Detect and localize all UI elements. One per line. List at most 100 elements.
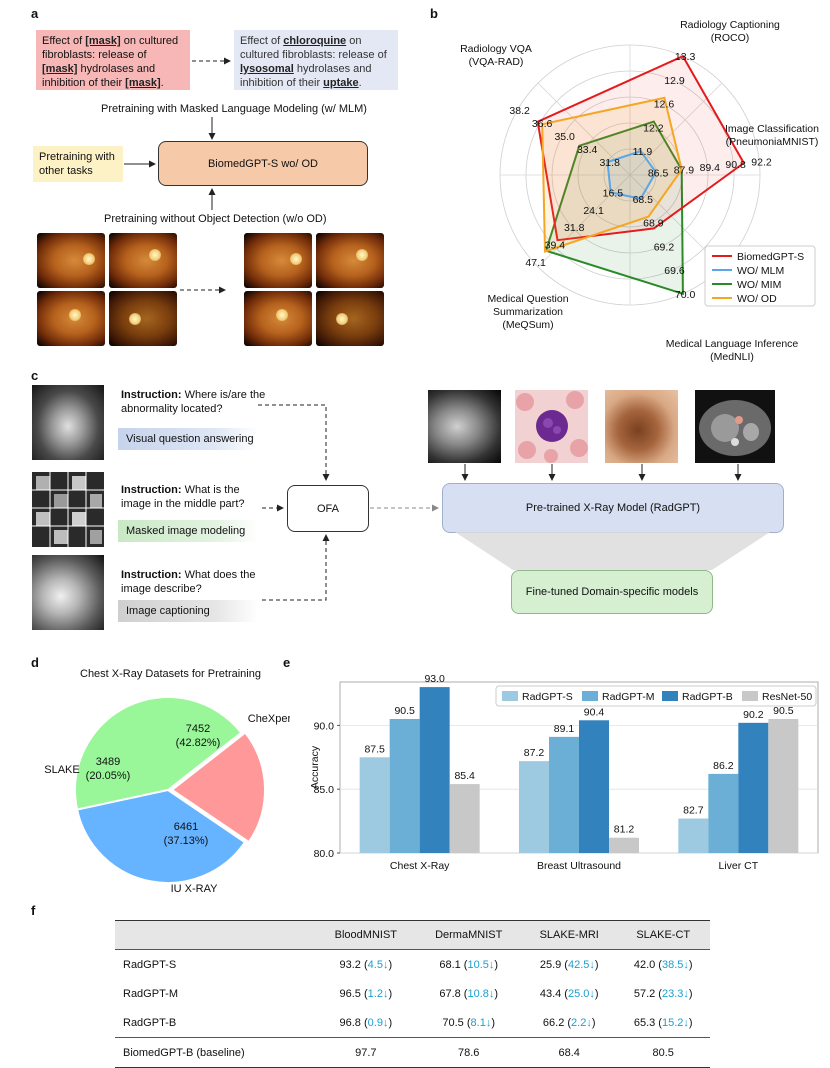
instruction-key: Instruction:	[121, 484, 182, 496]
table-cell: 57.2 (23.3↓)	[616, 979, 710, 1008]
fundus-image	[316, 233, 384, 288]
ct-slice	[699, 400, 771, 456]
orig-token: chloroquine	[283, 35, 347, 47]
cell-value: 68.1 (	[439, 958, 468, 971]
legend-entry: RadGPT-M	[602, 691, 655, 703]
cell-paren: )	[594, 987, 599, 1000]
mask-token: [mask]	[42, 63, 78, 75]
biomedgpt-box: BiomedGPT-S wo/ OD	[158, 141, 368, 186]
ofa-label: OFA	[316, 502, 339, 515]
cell-value: 67.8 (	[439, 987, 468, 1000]
legend-swatch	[662, 691, 678, 701]
cell-value: 65.3 (	[633, 1016, 662, 1029]
cell-value: 70.5 (	[442, 1016, 471, 1029]
radar-tick-label: 12.9	[664, 75, 685, 87]
original-text-box: Effect of chloroquine on cultured fibrob…	[234, 30, 398, 90]
legend-entry: ResNet-50	[762, 691, 812, 703]
masked-xray-image	[32, 472, 104, 547]
results-table: BloodMNIST DermaMNIST SLAKE-MRI SLAKE-CT…	[115, 920, 710, 1068]
cell-value: 25.9 (	[539, 958, 568, 971]
radar-series-biomedgpt-s	[536, 54, 746, 242]
radar-tick-label: 35.0	[554, 131, 575, 143]
cell-paren: )	[494, 958, 499, 971]
table-cell: 70.5 (8.1↓)	[415, 1008, 522, 1038]
legend-entry: WO/ OD	[737, 293, 777, 305]
radar-tick-label: 31.8	[599, 157, 620, 169]
fundus-image	[109, 291, 177, 346]
radar-tick-label: 13.3	[675, 51, 696, 63]
radar-series-wo-od	[541, 96, 683, 253]
table-cell: 25.9 (42.5↓)	[522, 950, 616, 980]
instruction-text: What does the image describe?	[121, 569, 256, 595]
pie-slice	[75, 788, 247, 884]
cell-drop-value: 8.1↓	[470, 1016, 492, 1029]
radar-tick-label: 36.6	[532, 118, 553, 130]
y-axis-label: Accuracy	[309, 745, 321, 789]
pie-value-label: 3489	[96, 756, 120, 768]
panel-c-arrows	[258, 404, 770, 601]
pie-slice	[74, 696, 243, 811]
bar-value-label: 93.0	[424, 673, 445, 685]
instruction-captioning: Instruction: What does the image describ…	[121, 568, 271, 596]
panel-letter-d: d	[31, 655, 39, 670]
cell-drop-value: 2.2↓	[571, 1016, 592, 1029]
pie-percent-label: (37.13%)	[164, 835, 209, 847]
radgpt-label: Pre-trained X-Ray Model (RadGPT)	[525, 502, 701, 514]
orig-text-seg: .	[358, 77, 362, 89]
pie-percent-label: (20.05%)	[86, 770, 131, 782]
cell-value: 43.4 (	[539, 987, 568, 1000]
cell-drop-value: 0.9↓	[367, 1016, 389, 1029]
mask-text-seg: Effect of	[42, 35, 86, 47]
bar	[678, 818, 709, 853]
cell-drop-value: 42.5↓	[567, 958, 595, 971]
panel-letter-e: e	[283, 655, 291, 670]
bar	[549, 736, 579, 853]
bar-value-label: 82.7	[683, 805, 704, 817]
x-tick-label: Chest X-Ray	[390, 860, 450, 872]
table-cell: 66.2 (2.2↓)	[522, 1008, 616, 1038]
pie-category-label: CheXpert	[248, 713, 290, 725]
cell-value: 42.0 (	[633, 958, 662, 971]
radar-tick-label: 39.4	[545, 240, 566, 252]
table-cell: 67.8 (10.8↓)	[415, 979, 522, 1008]
bar-value-label: 89.1	[554, 723, 575, 735]
cell-paren: )	[494, 987, 499, 1000]
pie-percent-label: (42.82%)	[176, 737, 221, 749]
lateral-xray-image	[32, 555, 104, 630]
bar	[449, 784, 480, 853]
cell-value: 96.8 (	[339, 1016, 368, 1029]
table-header-cell: SLAKE-CT	[616, 920, 710, 950]
radar-tick-label: 16.5	[603, 187, 624, 199]
table-header-cell	[115, 920, 317, 950]
mask-text-seg: on cultured fibroblasts: release of	[42, 35, 179, 61]
radar-tick-label: 89.4	[700, 162, 721, 174]
panel-letter-c: c	[31, 368, 39, 383]
radar-tick-label: 90.8	[725, 159, 746, 171]
mask-token: [mask]	[125, 77, 161, 89]
cap-to-ofa-arrow	[262, 534, 330, 601]
cell-value: 96.5 (	[339, 987, 368, 1000]
radar-tick-label: 24.1	[583, 205, 604, 217]
table-cell: 42.0 (38.5↓)	[616, 950, 710, 980]
cell-value: 93.2 (	[339, 958, 368, 971]
mammography-image	[428, 390, 501, 463]
pie-category-label: IU X-RAY	[171, 883, 219, 895]
table-header-cell: SLAKE-MRI	[522, 920, 617, 950]
radar-tick-label: 12.6	[654, 99, 675, 111]
radar-axis-label: Image Classification	[725, 123, 819, 135]
legend-entry: WO/ MLM	[737, 265, 784, 277]
radar-tick-label: 68.5	[633, 194, 654, 206]
legend-frame	[495, 685, 817, 707]
vqa-to-ofa-arrow	[258, 404, 330, 481]
bar	[579, 720, 609, 853]
bar	[738, 722, 769, 853]
table-header-row: BloodMNIST DermaMNIST SLAKE-MRI SLAKE-CT	[115, 920, 710, 950]
panel-a-arrows	[124, 57, 231, 294]
orig-token: lysosomal	[240, 63, 294, 75]
radar-axis-label: Medical Question	[487, 293, 568, 305]
chest-xray-image	[32, 385, 104, 460]
